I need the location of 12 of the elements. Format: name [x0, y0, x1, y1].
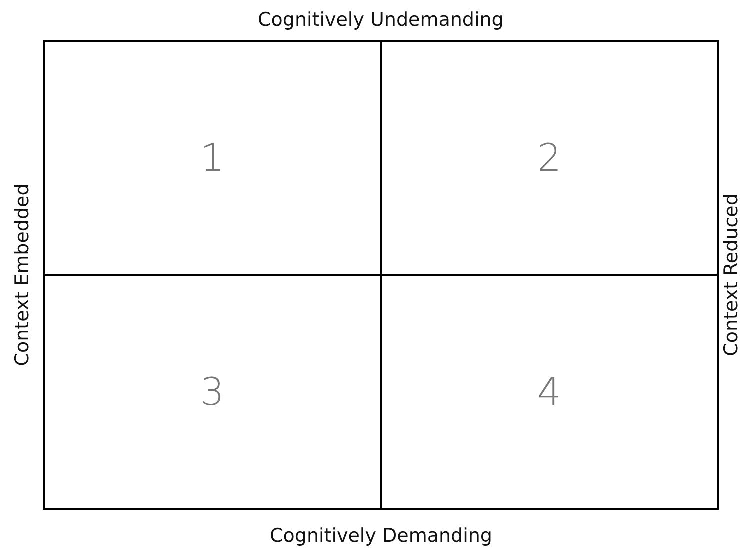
- axis-label: Cognitively Demanding: [270, 525, 492, 547]
- quadrant-number: 3: [200, 370, 225, 414]
- quadrant-box: [380, 274, 719, 510]
- axis-label: Cognitively Undemanding: [258, 9, 504, 31]
- axis-label: Context Embedded: [10, 184, 33, 366]
- quadrant-box: [43, 40, 382, 276]
- axis-label: Context Reduced: [720, 194, 742, 356]
- quadrant-box: [43, 274, 382, 510]
- quadrant-number: 2: [537, 136, 562, 180]
- quadrant-number: 4: [537, 370, 562, 414]
- quadrant-box: [380, 40, 719, 276]
- quadrant-number: 1: [200, 136, 225, 180]
